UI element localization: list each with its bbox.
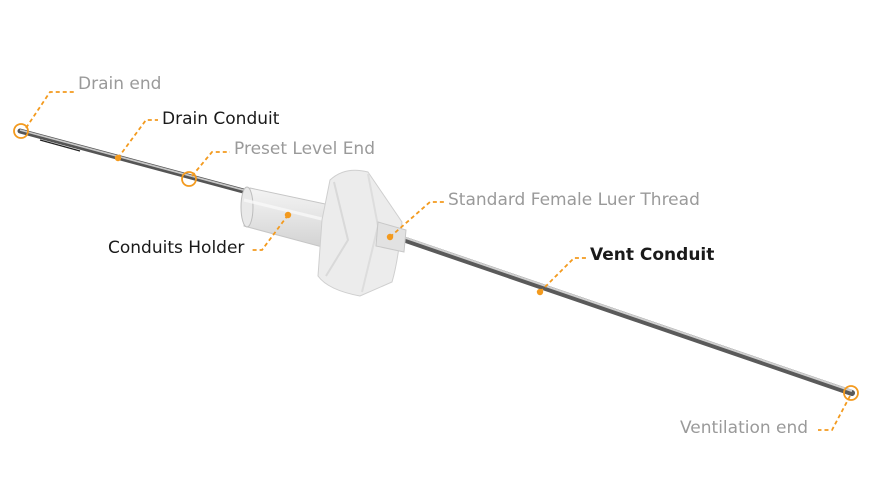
conduits-holder-dot	[284, 211, 292, 219]
leader-vent-conduit	[539, 257, 586, 293]
label-vent-conduit: Vent Conduit	[590, 245, 715, 265]
drain-conduit-rod	[17, 128, 265, 199]
leader-preset-level-end	[191, 151, 230, 177]
label-drain-conduit: Drain Conduit	[162, 109, 280, 129]
vent-conduit-rod	[327, 211, 855, 396]
leader-drain-end	[25, 91, 74, 129]
ventilation-end-marker	[843, 385, 859, 401]
luer-wing-piece	[317, 169, 407, 297]
label-ventilation-end: Ventilation end	[680, 418, 809, 438]
preset-level-end-marker	[181, 171, 197, 187]
label-preset-level-end: Preset Level End	[234, 139, 375, 159]
label-conduits-holder: Conduits Holder	[108, 238, 245, 258]
leader-conduits-holder	[250, 214, 289, 251]
luer-thread-dot	[386, 233, 394, 241]
drain-conduit-dot	[114, 154, 122, 162]
label-drain-end: Drain end	[78, 74, 162, 94]
callout-markers	[13, 123, 859, 401]
label-standard-female-luer-thread: Standard Female Luer Thread	[448, 190, 700, 210]
leader-luer-thread	[389, 201, 444, 238]
leader-ventilation-end	[818, 395, 851, 431]
drain-end-marker	[13, 123, 29, 139]
vent-conduit-dot	[536, 288, 544, 296]
leader-drain-conduit	[117, 119, 158, 159]
